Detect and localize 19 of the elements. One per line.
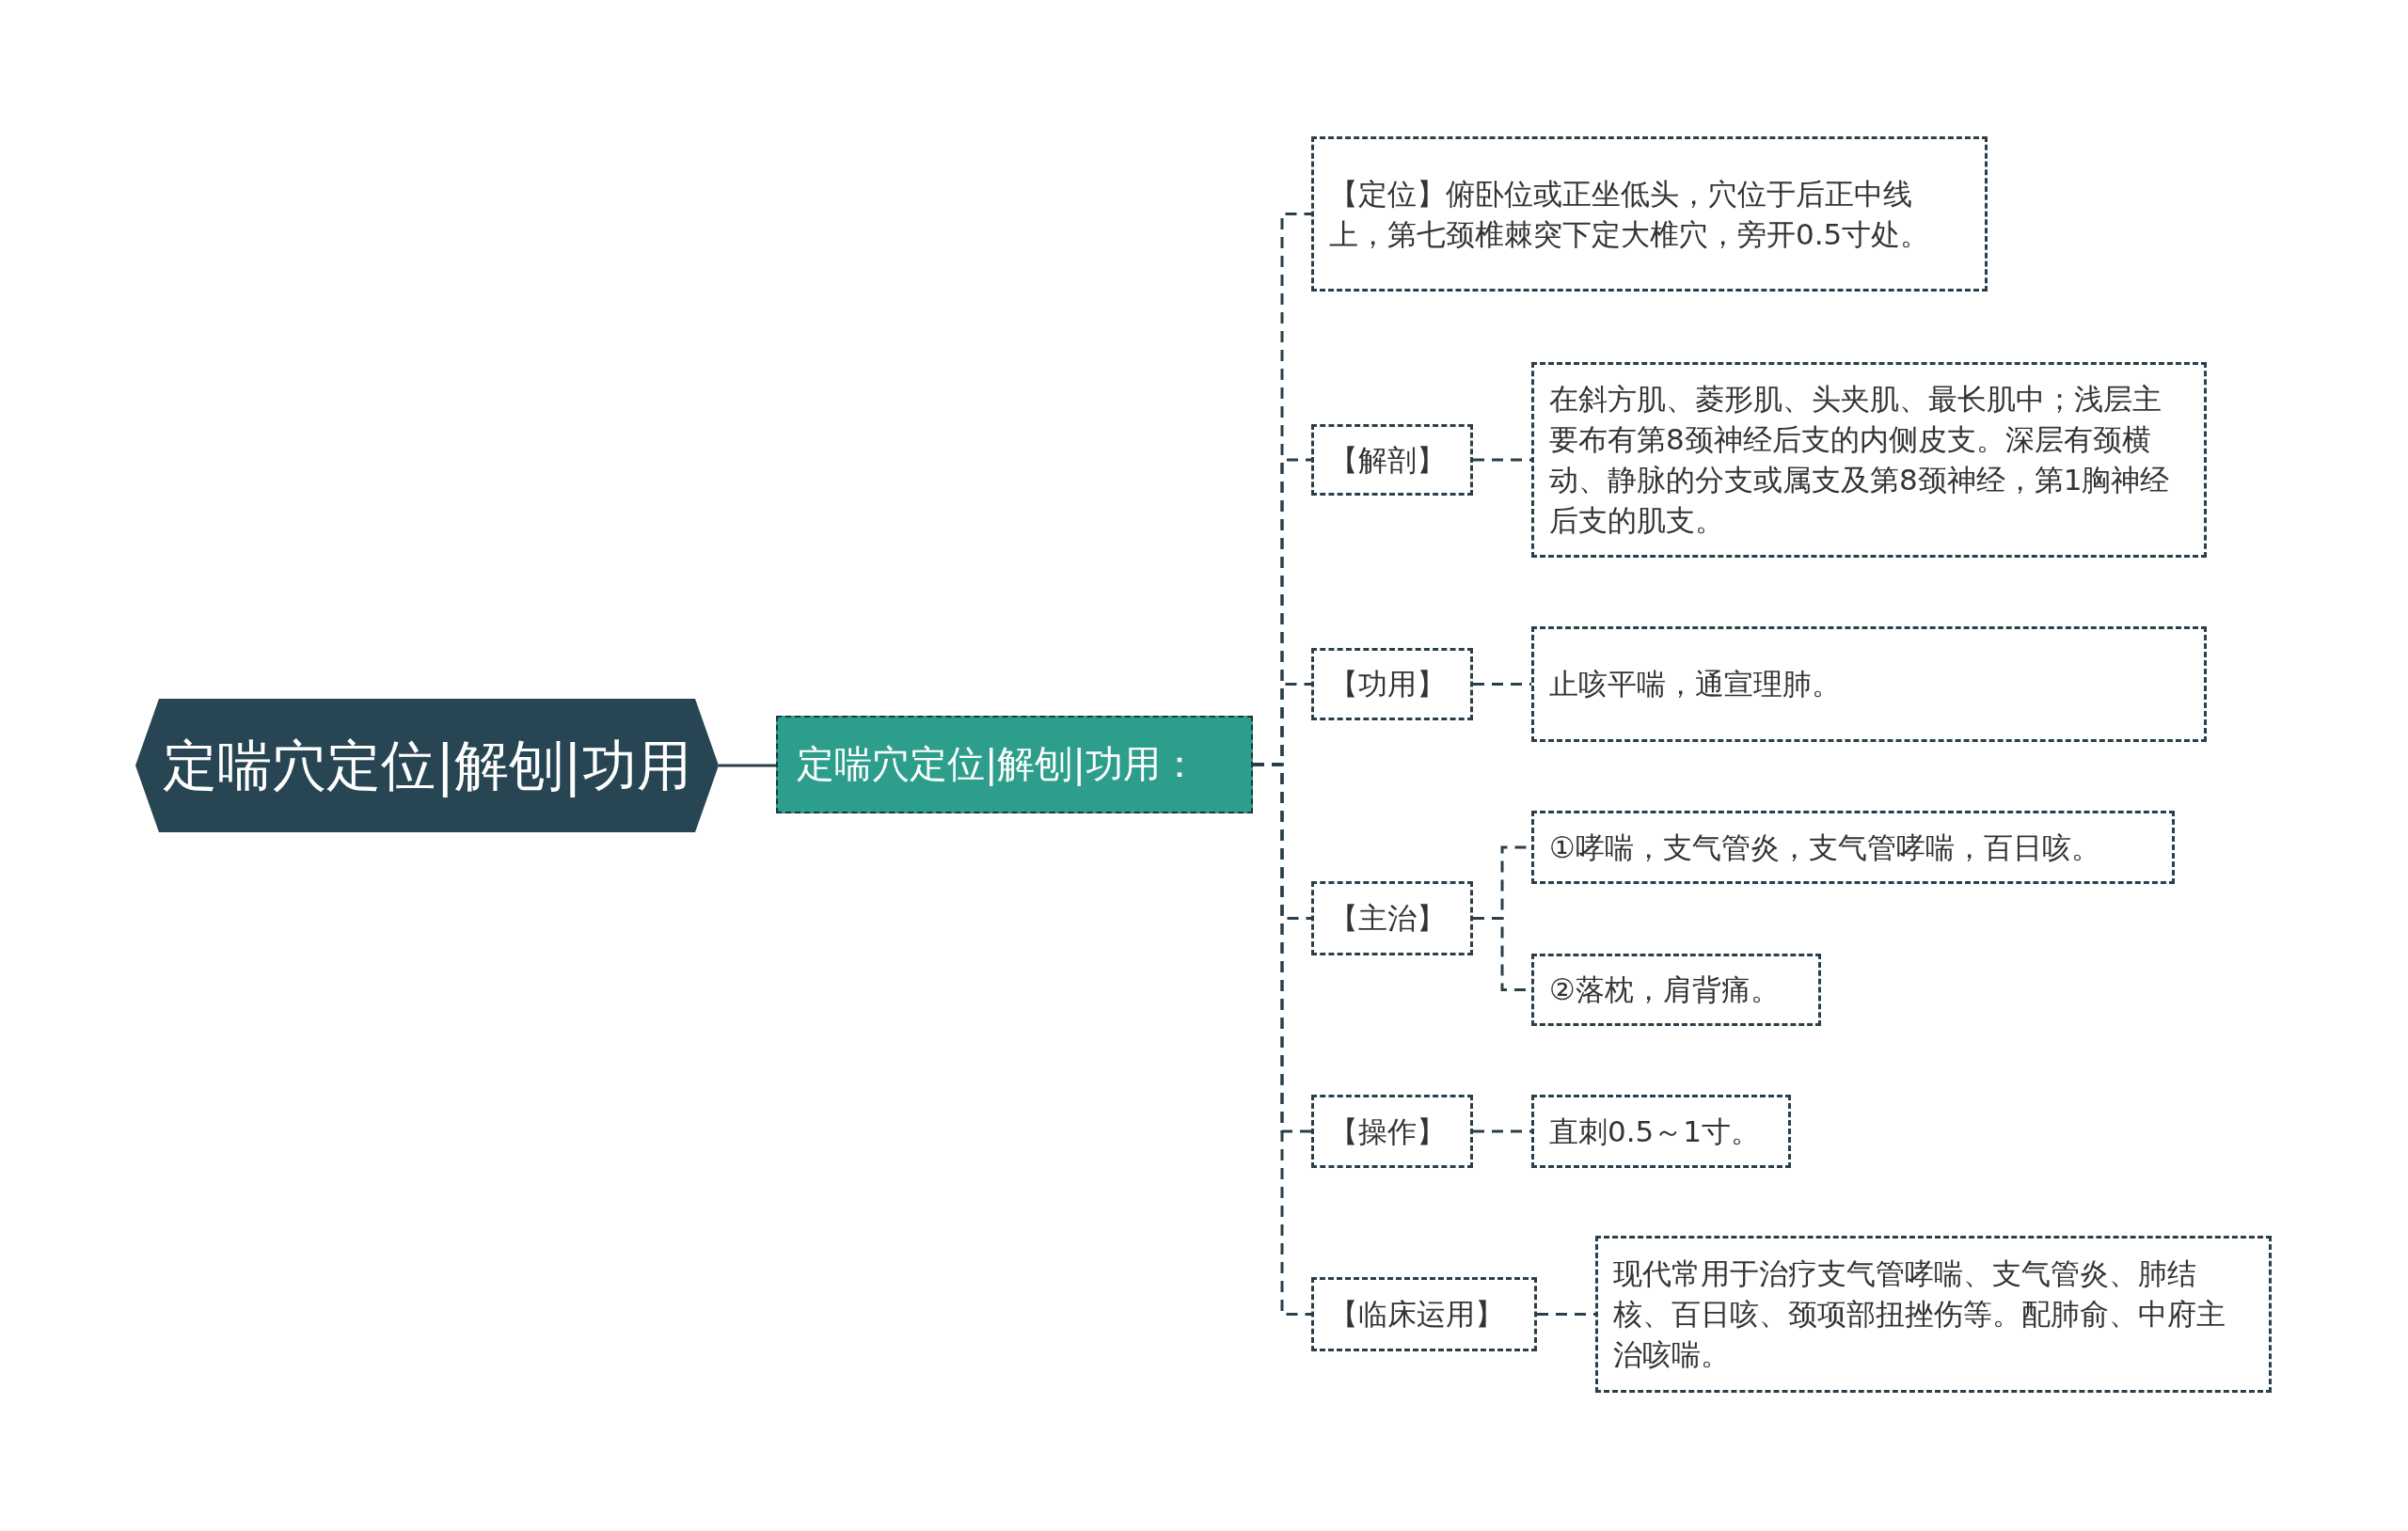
topic-box: ①哮喘，支气管炎，支气管哮喘，百日咳。 bbox=[1531, 811, 2175, 884]
connector-line bbox=[1537, 1313, 1595, 1316]
topic-box: 现代常用于治疗支气管哮喘、支气管炎、肺结核、百日咳、颈项部扭挫伤等。配肺俞、中府主治咳喘。 bbox=[1595, 1236, 2272, 1393]
topic-box: 直刺0.5～1寸。 bbox=[1531, 1095, 1791, 1168]
central-topic: 定喘穴定位|解刨|功用 bbox=[135, 699, 719, 832]
topic-box: 【主治】 bbox=[1311, 881, 1473, 955]
connector-line bbox=[1473, 458, 1531, 462]
topic-box: 【功用】 bbox=[1311, 648, 1473, 720]
topic-box: 在斜方肌、菱形肌、头夹肌、最长肌中；浅层主要布有第8颈神经后支的内侧皮支。深层有颈横动、静脉的分支或属支及第8颈神经，第1胸神经后支的肌支。 bbox=[1531, 362, 2207, 558]
subtopic-box: 定喘穴定位|解刨|功用： bbox=[776, 716, 1253, 813]
topic-box: 【定位】俯卧位或正坐低头，穴位于后正中线上，第七颈椎棘突下定大椎穴，旁开0.5寸处。 bbox=[1311, 136, 1988, 292]
connector-line bbox=[719, 764, 776, 767]
topic-box: 【临床运用】 bbox=[1311, 1277, 1537, 1351]
topic-box: 【操作】 bbox=[1311, 1095, 1473, 1168]
topic-box: 止咳平喘，通宣理肺。 bbox=[1531, 626, 2207, 742]
topic-box: 【解剖】 bbox=[1311, 424, 1473, 496]
topic-box: ②落枕，肩背痛。 bbox=[1531, 954, 1821, 1026]
connector-line bbox=[1473, 683, 1531, 686]
connector-line bbox=[1473, 1129, 1531, 1133]
